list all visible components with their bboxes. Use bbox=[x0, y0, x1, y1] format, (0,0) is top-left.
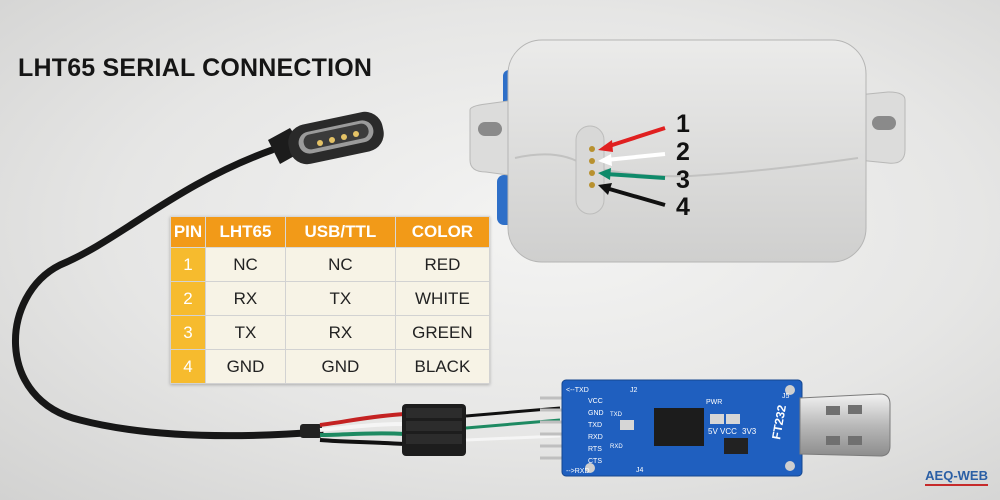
watermark: AEQ-WEB bbox=[925, 468, 988, 486]
arrow-white bbox=[605, 152, 666, 162]
color-cell: GREEN bbox=[394, 315, 491, 350]
pin-cell: 4 bbox=[170, 349, 206, 384]
ft232-usb-board: <--TXD VCC GND TXD RXD RTS CTS -->RXD 5V… bbox=[561, 379, 803, 477]
pin-arrows bbox=[598, 126, 666, 207]
silk-txd: TXD bbox=[588, 422, 602, 429]
dupont-connector bbox=[402, 404, 561, 456]
wire-black bbox=[319, 438, 406, 446]
color-cell: RED bbox=[394, 247, 491, 282]
silk-txd-out: <--TXD bbox=[566, 387, 589, 394]
usb-a-plug bbox=[799, 393, 891, 457]
arrow-red bbox=[605, 126, 666, 149]
silk-rxd-in: -->RXD bbox=[566, 468, 590, 475]
arrow-black bbox=[605, 186, 666, 207]
silk-rts: RTS bbox=[588, 446, 602, 453]
pogo-pin-4 bbox=[589, 182, 595, 188]
pinout-table-header: PIN LHT65 USB/TTL COLOR bbox=[170, 216, 491, 248]
header-color: COLOR bbox=[394, 216, 491, 248]
header-usb-ttl: USB/TTL bbox=[284, 216, 396, 248]
table-row: 4 GND GND BLACK bbox=[170, 349, 491, 384]
pogo-pin-2 bbox=[589, 158, 595, 164]
usb-ttl-cell: GND bbox=[284, 349, 396, 384]
header-lht65: LHT65 bbox=[205, 216, 286, 248]
wire-red bbox=[319, 412, 406, 427]
wire-bundle bbox=[300, 412, 406, 446]
usb-ttl-cell: RX bbox=[284, 315, 396, 350]
black-cable bbox=[11, 146, 324, 440]
header-pin: PIN bbox=[170, 216, 206, 248]
silk-3v3: 3V3 bbox=[742, 427, 757, 436]
table-row: 3 TX RX GREEN bbox=[170, 315, 491, 350]
silk-cts: CTS bbox=[588, 458, 602, 465]
silk-j5: J5 bbox=[782, 393, 790, 400]
usb-ttl-cell: NC bbox=[284, 247, 396, 282]
pogo-pin-1 bbox=[589, 146, 595, 152]
pin-cell: 2 bbox=[170, 281, 206, 316]
chip-label: FT232 bbox=[769, 404, 789, 441]
lht65-cell: RX bbox=[205, 281, 286, 316]
silk-vcc-jumper: VCC bbox=[720, 427, 737, 436]
silk-vcc: VCC bbox=[588, 398, 603, 405]
pin-number-4: 4 bbox=[676, 193, 690, 221]
lht65-enclosure bbox=[469, 39, 906, 263]
lht65-cell: GND bbox=[205, 349, 286, 384]
magnetic-pogo-connector bbox=[268, 111, 384, 165]
pinout-table: PIN LHT65 USB/TTL COLOR 1 NC NC RED 2 RX… bbox=[170, 216, 491, 384]
color-cell: WHITE bbox=[394, 281, 491, 316]
silk-5v: 5V bbox=[708, 427, 718, 436]
pin-number-2: 2 bbox=[676, 138, 690, 166]
lht65-cell: TX bbox=[205, 315, 286, 350]
wire-white bbox=[319, 422, 406, 432]
pogo-pin-3 bbox=[589, 170, 595, 176]
pin-cell: 3 bbox=[170, 315, 206, 350]
image-title: LHT65 SERIAL CONNECTION bbox=[18, 54, 373, 82]
usb-ttl-cell: TX bbox=[284, 281, 396, 316]
silk-rxd: RXD bbox=[588, 434, 603, 441]
silk-gnd: GND bbox=[588, 410, 604, 417]
pin-cell: 1 bbox=[170, 247, 206, 282]
pin-number-3: 3 bbox=[676, 166, 690, 194]
lht65-cell: NC bbox=[205, 247, 286, 282]
silk-rxd-led: RXD bbox=[610, 444, 623, 450]
color-cell: BLACK bbox=[394, 349, 491, 384]
table-row: 1 NC NC RED bbox=[170, 247, 491, 282]
table-row: 2 RX TX WHITE bbox=[170, 281, 491, 316]
silk-j2: J2 bbox=[630, 387, 638, 394]
wire-green bbox=[319, 431, 406, 437]
silk-txd-led: TXD bbox=[610, 412, 623, 418]
arrow-green bbox=[605, 172, 666, 180]
silk-j4: J4 bbox=[636, 467, 644, 474]
silk-pwr: PWR bbox=[706, 399, 722, 406]
pin-number-1: 1 bbox=[676, 110, 690, 138]
